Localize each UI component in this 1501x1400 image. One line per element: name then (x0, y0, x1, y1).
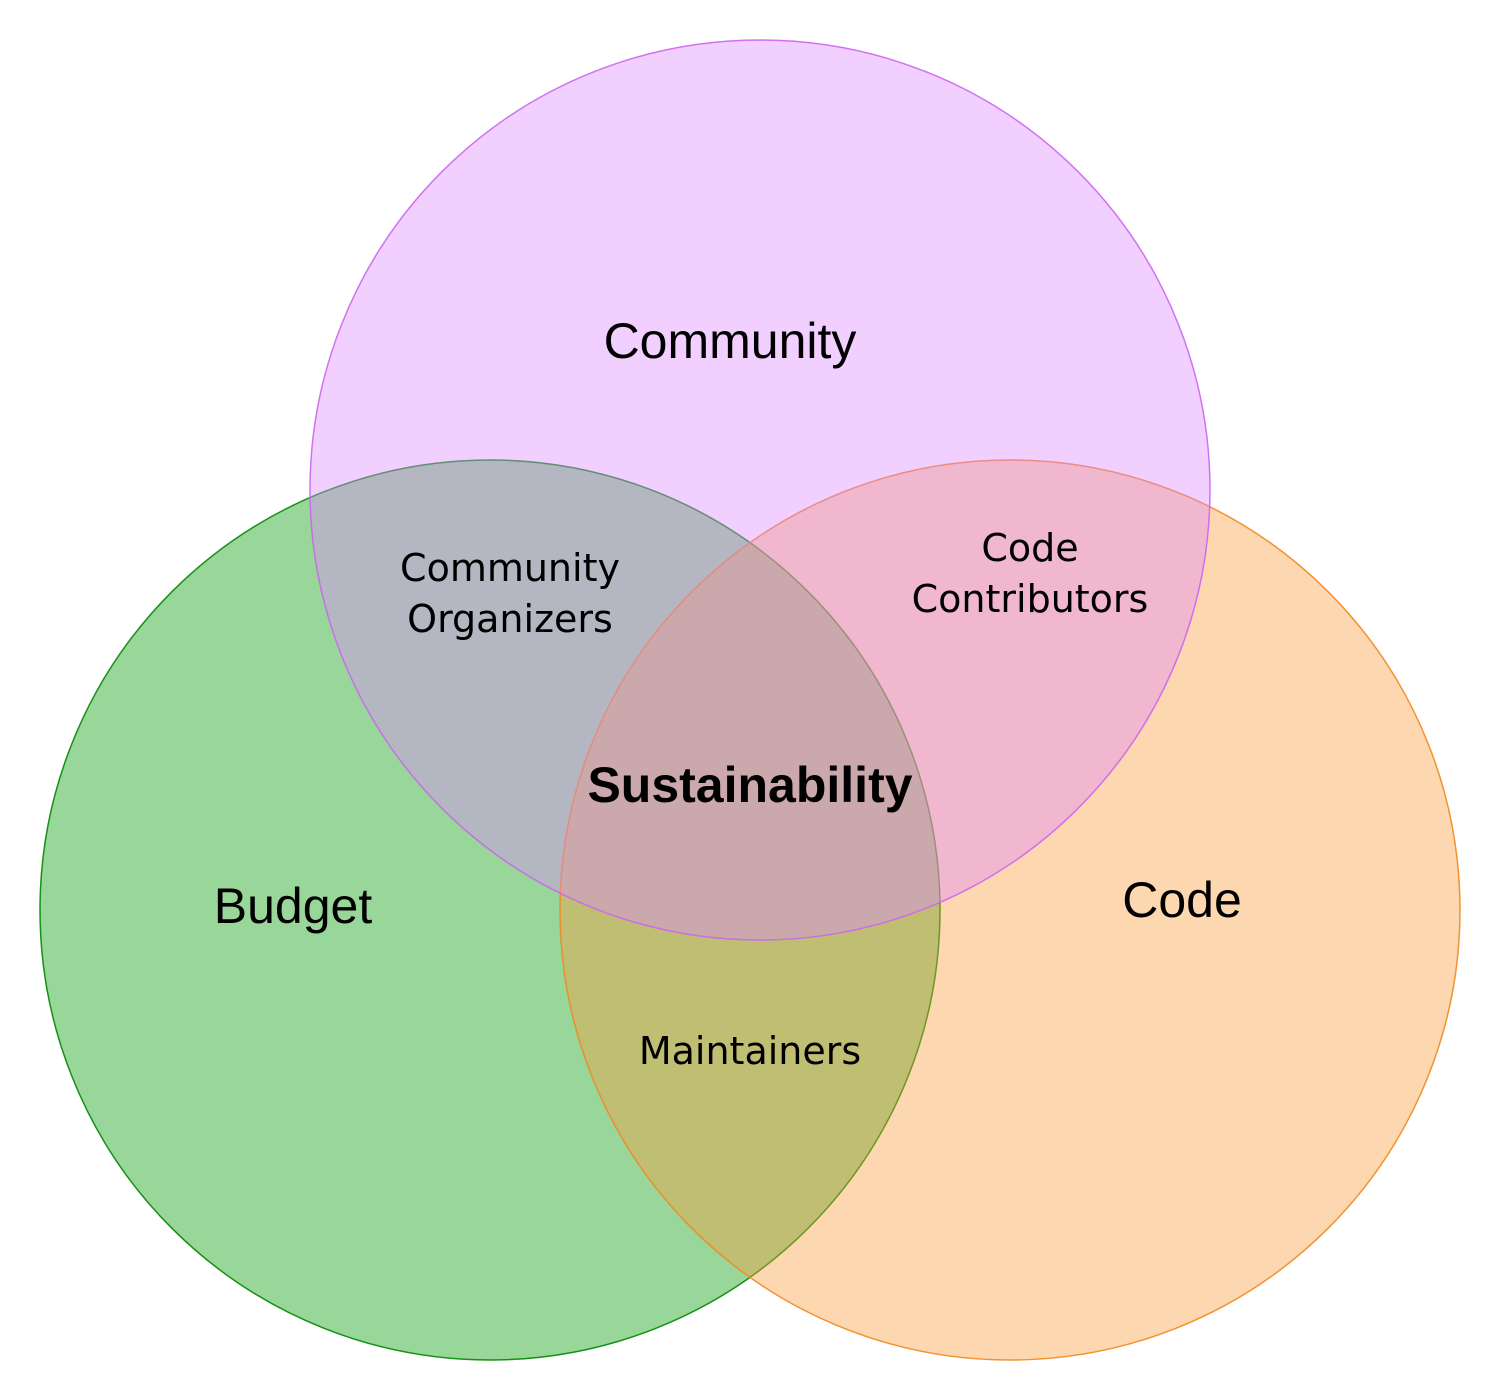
sustainability-label: Sustainability (587, 757, 912, 813)
community-label: Community (604, 313, 857, 369)
code-label: Code (1122, 872, 1242, 928)
budget-label: Budget (214, 878, 373, 934)
code-contributors-label-line2: Contributors (912, 577, 1149, 621)
code-circle (559, 459, 1461, 1361)
community-organizers-label-line1: Community (400, 546, 620, 590)
budget-circle (39, 459, 941, 1361)
community-organizers-label-line2: Organizers (407, 597, 613, 641)
community-circle (309, 39, 1211, 941)
code-contributors-label-line1: Code (981, 526, 1078, 570)
maintainers-label: Maintainers (639, 1029, 861, 1073)
